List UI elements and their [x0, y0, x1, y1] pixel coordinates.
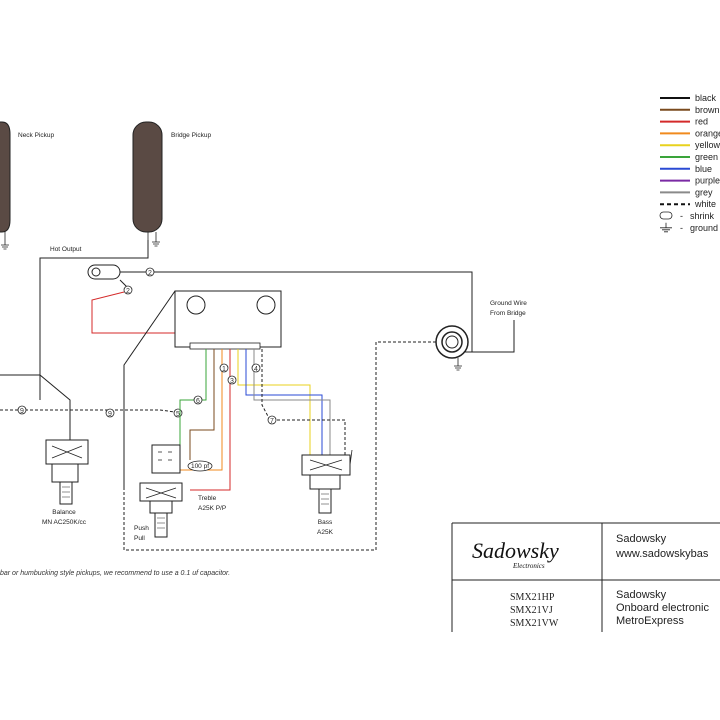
desc-3: MetroExpress [616, 615, 684, 627]
legend-item-shrink: -shrink [659, 211, 715, 221]
legend-item-orange: orange [660, 128, 720, 138]
svg-text:1: 1 [222, 366, 226, 373]
bass-label-1: Bass [318, 519, 333, 526]
model-1: SMX21HP [510, 592, 555, 603]
legend-item-green: green [660, 152, 718, 162]
balance-pot: Balance MN AC250K/cc [42, 439, 89, 526]
bass-pot: Bass A25K [301, 449, 353, 536]
legend-label: red [695, 117, 708, 127]
svg-text:5: 5 [176, 411, 180, 418]
legend-label: ground [690, 223, 718, 233]
legend-label: orange [695, 128, 720, 138]
bridge-pickup-label: Bridge Pickup [171, 132, 211, 139]
legend-item-white: white [660, 199, 716, 209]
legend-item-brown: brown [660, 105, 720, 115]
legend-label: purple [695, 176, 720, 186]
svg-text:-: - [680, 223, 683, 233]
legend-item-ground: -ground [660, 222, 718, 233]
desc-2: Onboard electronic [616, 602, 709, 614]
capacitor-note: bar or humbucking style pickups, we reco… [0, 570, 230, 577]
svg-text:4: 4 [254, 366, 258, 373]
neck-pickup: Neck Pickup [0, 121, 55, 250]
push-label: Push [134, 525, 149, 532]
company-name: Sadowsky [616, 533, 667, 545]
svg-text:7: 7 [270, 418, 274, 425]
svg-text:3: 3 [230, 378, 234, 385]
balance-label-2: MN AC250K/cc [42, 519, 87, 526]
svg-text:-: - [680, 211, 683, 221]
desc-1: Sadowsky [616, 589, 667, 601]
ground-wire-label-1: Ground Wire [490, 300, 527, 307]
legend-label: black [695, 93, 717, 103]
legend-label: blue [695, 164, 712, 174]
model-3: SMX21VW [510, 618, 559, 629]
legend-label: white [694, 199, 716, 209]
legend-label: brown [695, 105, 720, 115]
color-legend: black brown redorange yellow green blue purple… [659, 93, 720, 233]
legend-item-grey: grey [660, 187, 713, 197]
neck-pickup-label: Neck Pickup [18, 132, 55, 139]
svg-text:9: 9 [20, 408, 24, 415]
legend-label: yellow [695, 140, 720, 150]
sadowsky-logo: Sadowsky [472, 538, 559, 563]
svg-text:2: 2 [148, 270, 152, 277]
svg-text:6: 6 [196, 398, 200, 405]
treble-pot: 100 pf Treble A25K P/P Push Pull [134, 444, 226, 542]
balance-label-1: Balance [52, 509, 76, 516]
treble-label-2: A25K P/P [198, 505, 226, 512]
legend-item-black: black [660, 93, 717, 103]
shrink-connector [87, 264, 121, 280]
legend-label: shrink [690, 211, 715, 221]
title-block: Sadowsky Electronics Sadowsky www.sadows… [451, 522, 720, 632]
legend-item-blue: blue [660, 164, 712, 174]
ground-wire-label-2: From Bridge [490, 310, 526, 317]
company-url: www.sadowskybas [615, 548, 709, 560]
model-2: SMX21VJ [510, 605, 553, 616]
cap-label: 100 pf [191, 463, 209, 470]
pull-label: Pull [134, 535, 145, 542]
legend-label: grey [695, 187, 713, 197]
legend-item-purple: purple [660, 176, 720, 186]
legend-item-yellow: yellow [660, 140, 720, 150]
treble-label-1: Treble [198, 495, 217, 502]
circuit-board [174, 290, 282, 350]
bass-label-2: A25K [317, 529, 334, 536]
svg-text:2: 2 [126, 288, 130, 295]
sadowsky-logo-sub: Electronics [512, 562, 545, 570]
bridge-pickup: Bridge Pickup [132, 121, 211, 247]
hot-output-label: Hot Output [50, 246, 82, 253]
svg-text:9: 9 [108, 411, 112, 418]
legend-item-red: red [660, 117, 708, 127]
output-jack [435, 325, 469, 371]
legend-label: green [695, 152, 718, 162]
